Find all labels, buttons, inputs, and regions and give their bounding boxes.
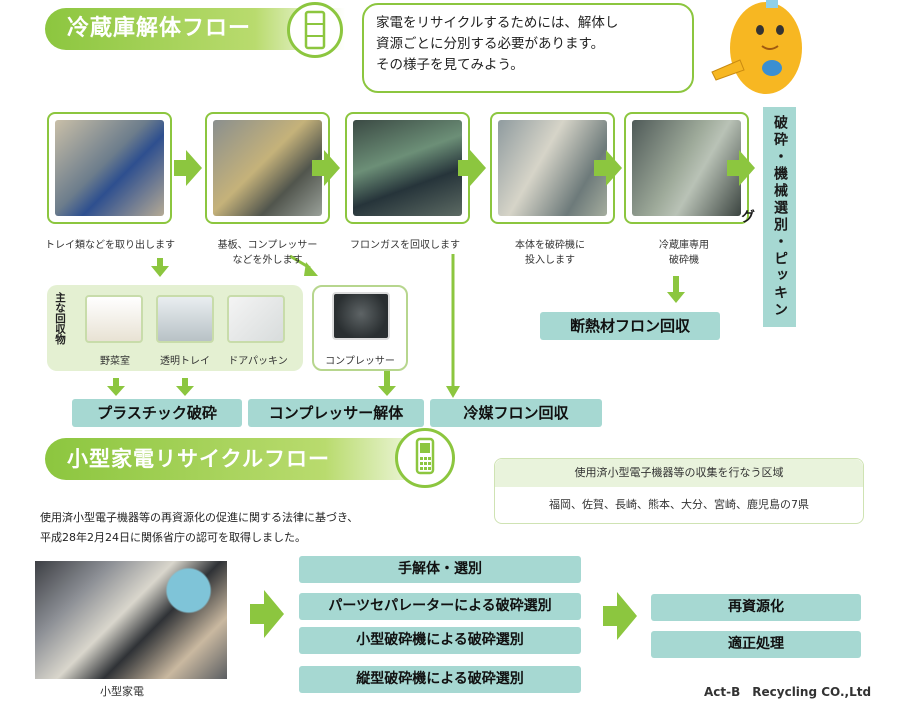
fridge-icon — [287, 2, 343, 58]
recovered-items-label: 主な回収物 — [54, 292, 66, 345]
vegetable-drawer-photo — [85, 295, 143, 343]
step-caption-2: 基板、コンプレッサー などを外します — [217, 240, 318, 266]
arrow-step-2-3 — [312, 150, 340, 186]
recovered-item-1: 野菜室 — [100, 356, 130, 367]
company-name: Act-B Recycling CO.,Ltd — [704, 685, 872, 699]
clear-tray-photo — [156, 295, 214, 343]
process-parts-separator: パーツセパレーターによる破砕選別 — [299, 593, 581, 620]
law-statement: 使用済小型電子機器等の再資源化の促進に関する法律に基づき、 平成28年2月24日… — [40, 508, 358, 548]
outcome-plastic: プラスチック破砕 — [72, 399, 242, 427]
arrow-step-1-2 — [174, 150, 202, 186]
arrow-down-compressor — [378, 370, 396, 396]
compressor-photo — [332, 292, 390, 340]
step-caption-5: 冷蔵庫専用 破砕機 — [659, 240, 709, 266]
step-photo-2 — [205, 112, 330, 224]
mascot-character — [700, 0, 810, 100]
fridge-flow-title: 冷蔵庫解体フロー — [67, 16, 252, 41]
step-caption-1: トレイ類などを取り出します — [45, 240, 175, 251]
arrow-down-freon — [446, 386, 460, 398]
arrow-down-insulation — [667, 276, 685, 303]
result-proper-disposal: 適正処理 — [651, 631, 861, 658]
small-appliance-title: 小型家電リサイクルフロー — [67, 447, 330, 471]
arrow-down-plastic-1 — [107, 378, 125, 396]
arrow-small-2 — [603, 592, 637, 640]
crushing-sorting-band: 破砕・機械選別・ピッキング — [739, 107, 796, 327]
arrow-diag-compressor — [304, 262, 318, 276]
door-gasket-photo — [227, 295, 285, 343]
outcome-compressor: コンプレッサー解体 — [248, 399, 424, 427]
arrow-small-1 — [250, 590, 284, 638]
process-small-crusher: 小型破砕機による破砕選別 — [299, 627, 581, 654]
small-appliance-photo — [35, 561, 227, 679]
step-caption-3: フロンガスを回収します — [350, 240, 460, 251]
arrow-step-5-band — [727, 150, 755, 186]
arrow-down-trays — [151, 258, 169, 277]
outcome-freon: 冷媒フロン回収 — [430, 399, 602, 427]
collection-area-box: 使用済小型電子機器等の収集を行なう区域 福岡、佐賀、長崎、熊本、大分、宮崎、鹿児… — [494, 458, 864, 524]
arrow-step-4-5 — [594, 150, 622, 186]
step-caption-4: 本体を破砕機に 投入します — [515, 240, 585, 266]
process-manual-sorting: 手解体・選別 — [299, 556, 581, 583]
result-recycling: 再資源化 — [651, 594, 861, 621]
small-appliance-banner: 小型家電リサイクルフロー — [45, 438, 445, 480]
step-photo-3 — [345, 112, 470, 224]
process-vertical-crusher: 縦型破砕機による破砕選別 — [299, 666, 581, 693]
bubble-line-2: 資源ごとに分別する必要があります。 — [376, 36, 605, 52]
bubble-line-3: その様子を見てみよう。 — [376, 57, 524, 73]
arrow-down-plastic-2 — [176, 378, 194, 396]
speech-bubble: 家電をリサイクルするためには、解体し 資源ごとに分別する必要があります。 その様… — [362, 3, 694, 93]
arrow-step-3-4 — [458, 150, 486, 186]
bubble-line-1: 家電をリサイクルするためには、解体し — [376, 15, 619, 31]
compressor-label: コンプレッサー — [325, 356, 395, 367]
collection-area-header: 使用済小型電子機器等の収集を行なう区域 — [495, 459, 863, 487]
recovered-item-2: 透明トレイ — [160, 356, 210, 367]
step-photo-1 — [47, 112, 172, 224]
law-line-2: 平成28年2月24日に関係省庁の認可を取得しました。 — [40, 531, 306, 544]
mobile-phone-icon — [395, 428, 455, 488]
insulation-freon-label: 断熱材フロン回収 — [540, 312, 720, 340]
recovered-item-3: ドアパッキン — [228, 356, 288, 367]
small-appliance-caption: 小型家電 — [100, 685, 144, 698]
collection-area-body: 福岡、佐賀、長崎、熊本、大分、宮崎、鹿児島の7県 — [549, 498, 809, 511]
law-line-1: 使用済小型電子機器等の再資源化の促進に関する法律に基づき、 — [40, 511, 359, 524]
